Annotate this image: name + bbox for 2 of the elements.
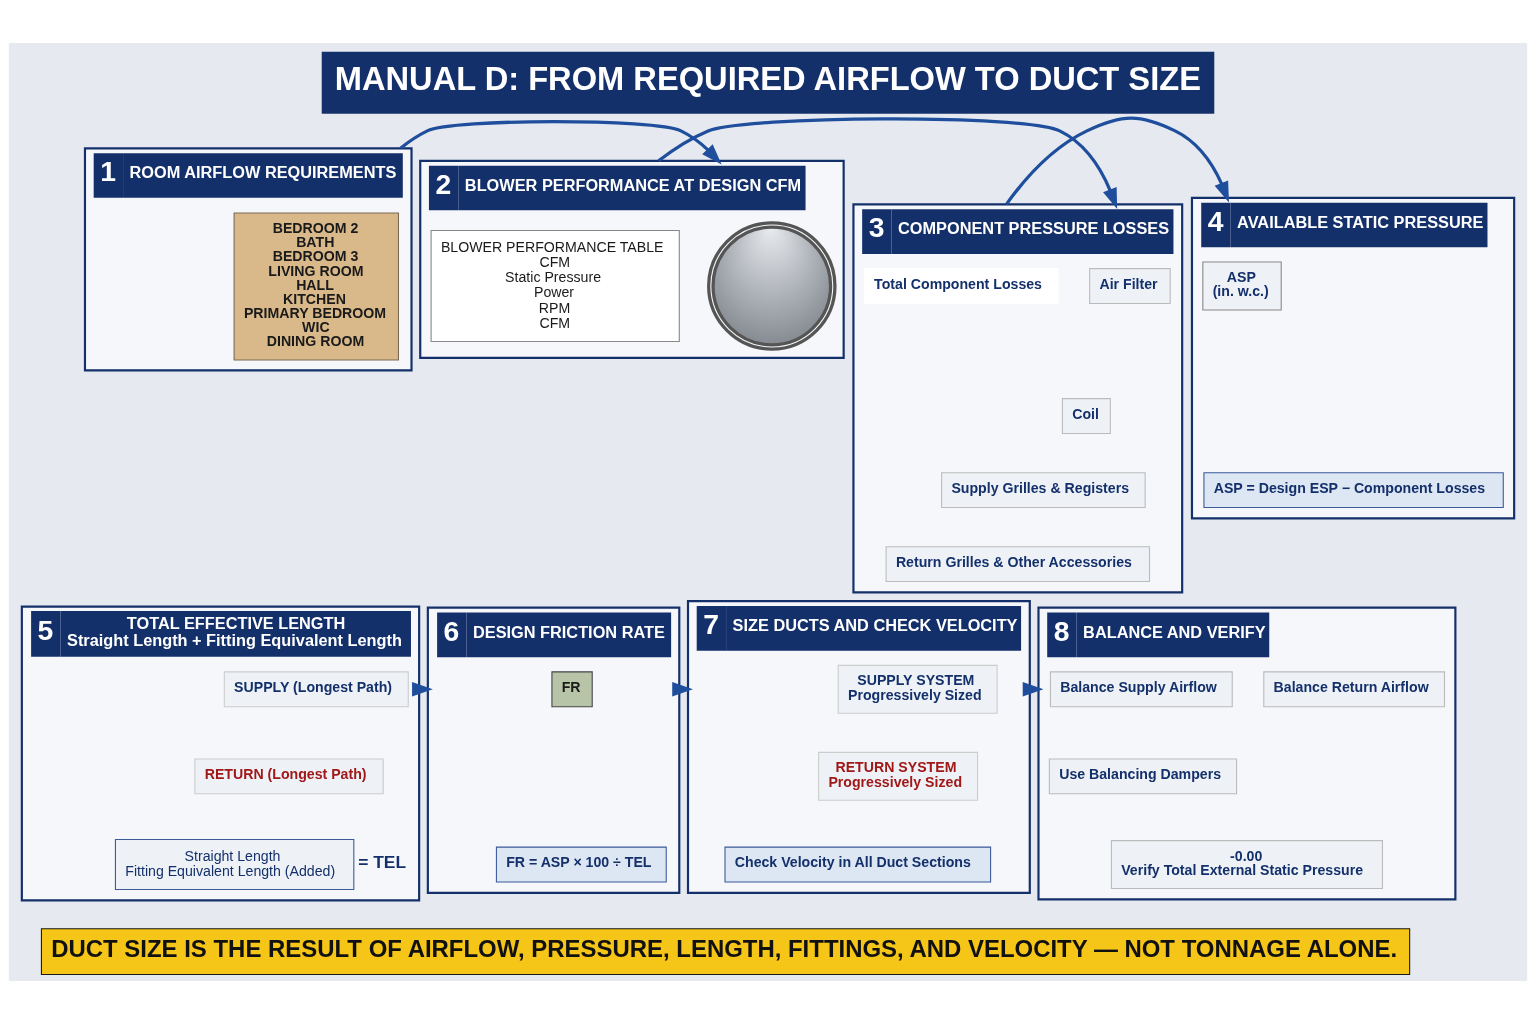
node-label: = TEL [358, 851, 407, 872]
diagram-title: MANUAL D: FROM REQUIRED AIRFLOW TO DUCT SIZE [334, 60, 1201, 98]
